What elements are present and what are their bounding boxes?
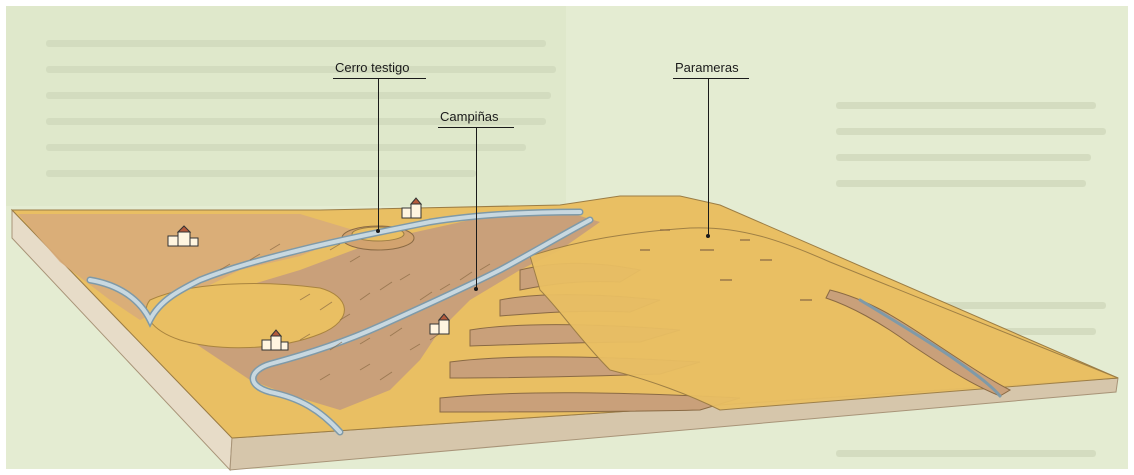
leader-parameras xyxy=(708,78,709,236)
label-cerro-testigo: Cerro testigo xyxy=(335,60,409,75)
leader-dot-parameras xyxy=(706,234,710,238)
label-parameras: Parameras xyxy=(675,60,739,75)
label-parameras-underline xyxy=(673,78,749,79)
label-cerro-testigo-underline xyxy=(333,78,426,79)
leader-dot-campinas xyxy=(474,287,478,291)
leader-campinas xyxy=(476,127,477,289)
leader-dot-cerro-testigo xyxy=(376,229,380,233)
leader-cerro-testigo xyxy=(378,78,379,230)
village-icon xyxy=(402,198,421,218)
label-campinas: Campiñas xyxy=(440,109,499,124)
